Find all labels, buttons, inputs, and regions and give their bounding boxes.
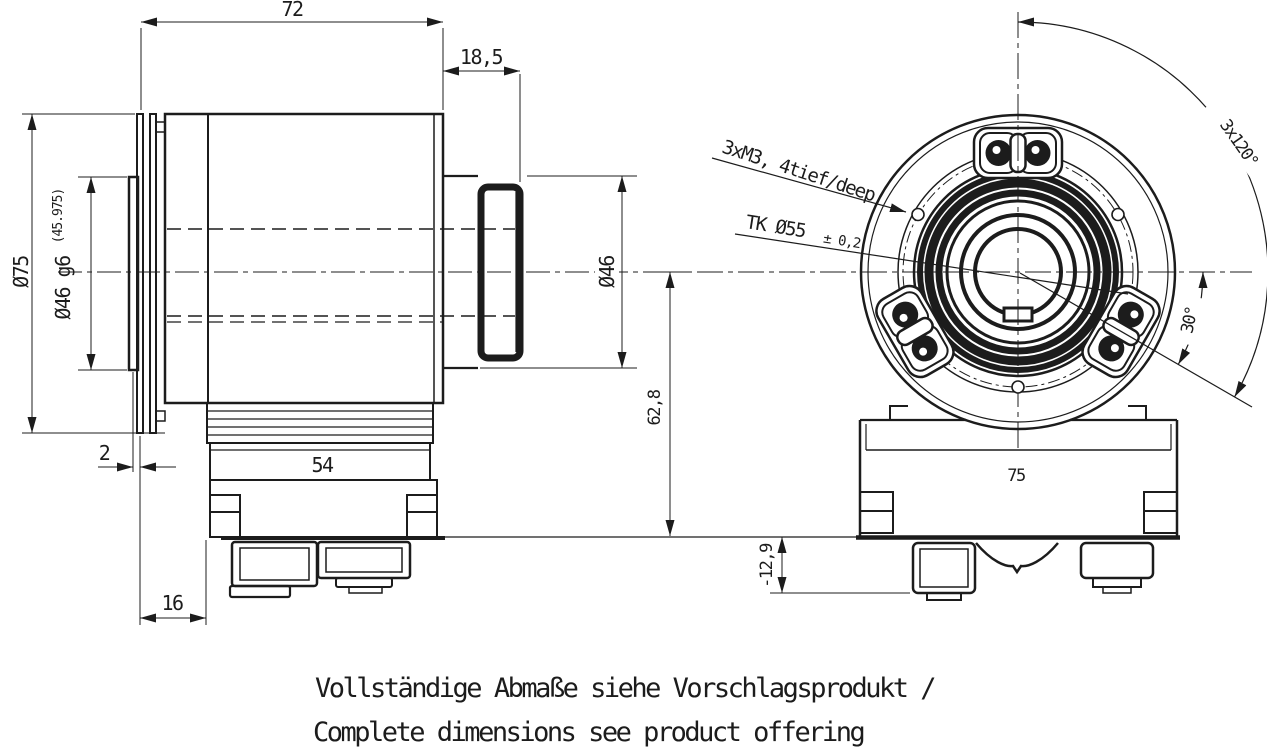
dim-center-to-bottom: 62,8 bbox=[645, 272, 675, 536]
dim-center-to-bottom-label: 62,8 bbox=[645, 389, 665, 425]
bolt-circle-note-label: TK Ø55 bbox=[744, 211, 806, 242]
dim-flange-diameter: Ø75 bbox=[9, 113, 165, 434]
dim-total-length: 72 bbox=[140, 0, 444, 110]
title-line2: Complete dimensions see product offering bbox=[313, 717, 863, 748]
dim-connector-drop-label: -12,9 bbox=[757, 543, 777, 588]
front-view: 3x120° 30° 3xM3, 4tief/deep TK Ø55 ± 0,2… bbox=[656, 12, 1267, 601]
side-view: 72 18,5 Ø75 Ø46 g6 (45.975) bbox=[9, 0, 858, 625]
housing-body bbox=[163, 112, 445, 405]
dim-rear-cap-length-label: 18,5 bbox=[460, 45, 503, 69]
dim-flange-diameter-label: Ø75 bbox=[9, 256, 33, 288]
dim-spigot-tolerance-label: (45.975) bbox=[51, 189, 66, 244]
dim-spigot-diameter-label: Ø46 g6 bbox=[51, 256, 75, 320]
dim-spigot-protrusion: 2 bbox=[98, 372, 176, 625]
dim-rear-diameter: Ø46 bbox=[480, 175, 637, 369]
dim-rear-diameter-label: Ø46 bbox=[595, 256, 619, 288]
front-housing bbox=[856, 405, 1180, 601]
dim-spigot-diameter: Ø46 g6 (45.975) bbox=[51, 176, 127, 371]
front-view-dimensions: 3x120° 30° 3xM3, 4tief/deep TK Ø55 ± 0,2… bbox=[711, 17, 1267, 594]
thread-note-label: 3xM3, 4tief/deep bbox=[719, 136, 878, 206]
spring-plate bbox=[149, 113, 157, 434]
front-connector-right bbox=[1079, 541, 1155, 594]
dim-rear-cap-length: 18,5 bbox=[443, 45, 521, 182]
dim-connector-setback-label: 16 bbox=[161, 591, 183, 615]
angle-to-axis-label: 30° bbox=[1177, 306, 1202, 336]
bolt-circle-leader bbox=[734, 233, 1129, 295]
thread-note-leader bbox=[711, 157, 907, 213]
dim-connector-block-width-label: 54 bbox=[311, 453, 334, 477]
connector-block bbox=[209, 442, 858, 540]
side-view-dimensions: 72 18,5 Ø75 Ø46 g6 (45.975) bbox=[9, 0, 675, 625]
side-connector-left bbox=[228, 540, 319, 599]
dim-housing-width-label: 75 bbox=[1007, 466, 1025, 486]
title-note: Vollständige Abmaße siehe Vorschlagsprod… bbox=[313, 673, 938, 748]
serrated-band bbox=[206, 402, 434, 444]
dim-connector-setback: 16 bbox=[140, 540, 207, 625]
front-dome bbox=[975, 542, 1059, 575]
front-connector-left bbox=[911, 541, 977, 601]
title-line1: Vollständige Abmaße siehe Vorschlagsprod… bbox=[315, 673, 935, 704]
dim-spigot-protrusion-label: 2 bbox=[99, 441, 110, 465]
side-view-outline bbox=[58, 112, 858, 599]
side-connector-right bbox=[316, 540, 412, 594]
rear-cap bbox=[443, 174, 524, 370]
dim-total-length-label: 72 bbox=[281, 0, 303, 21]
dim-connector-drop: -12,9 bbox=[757, 536, 910, 594]
bolt-circle-tolerance-label: ± 0,2 bbox=[822, 230, 862, 252]
mounting-flange-plate bbox=[136, 113, 144, 434]
